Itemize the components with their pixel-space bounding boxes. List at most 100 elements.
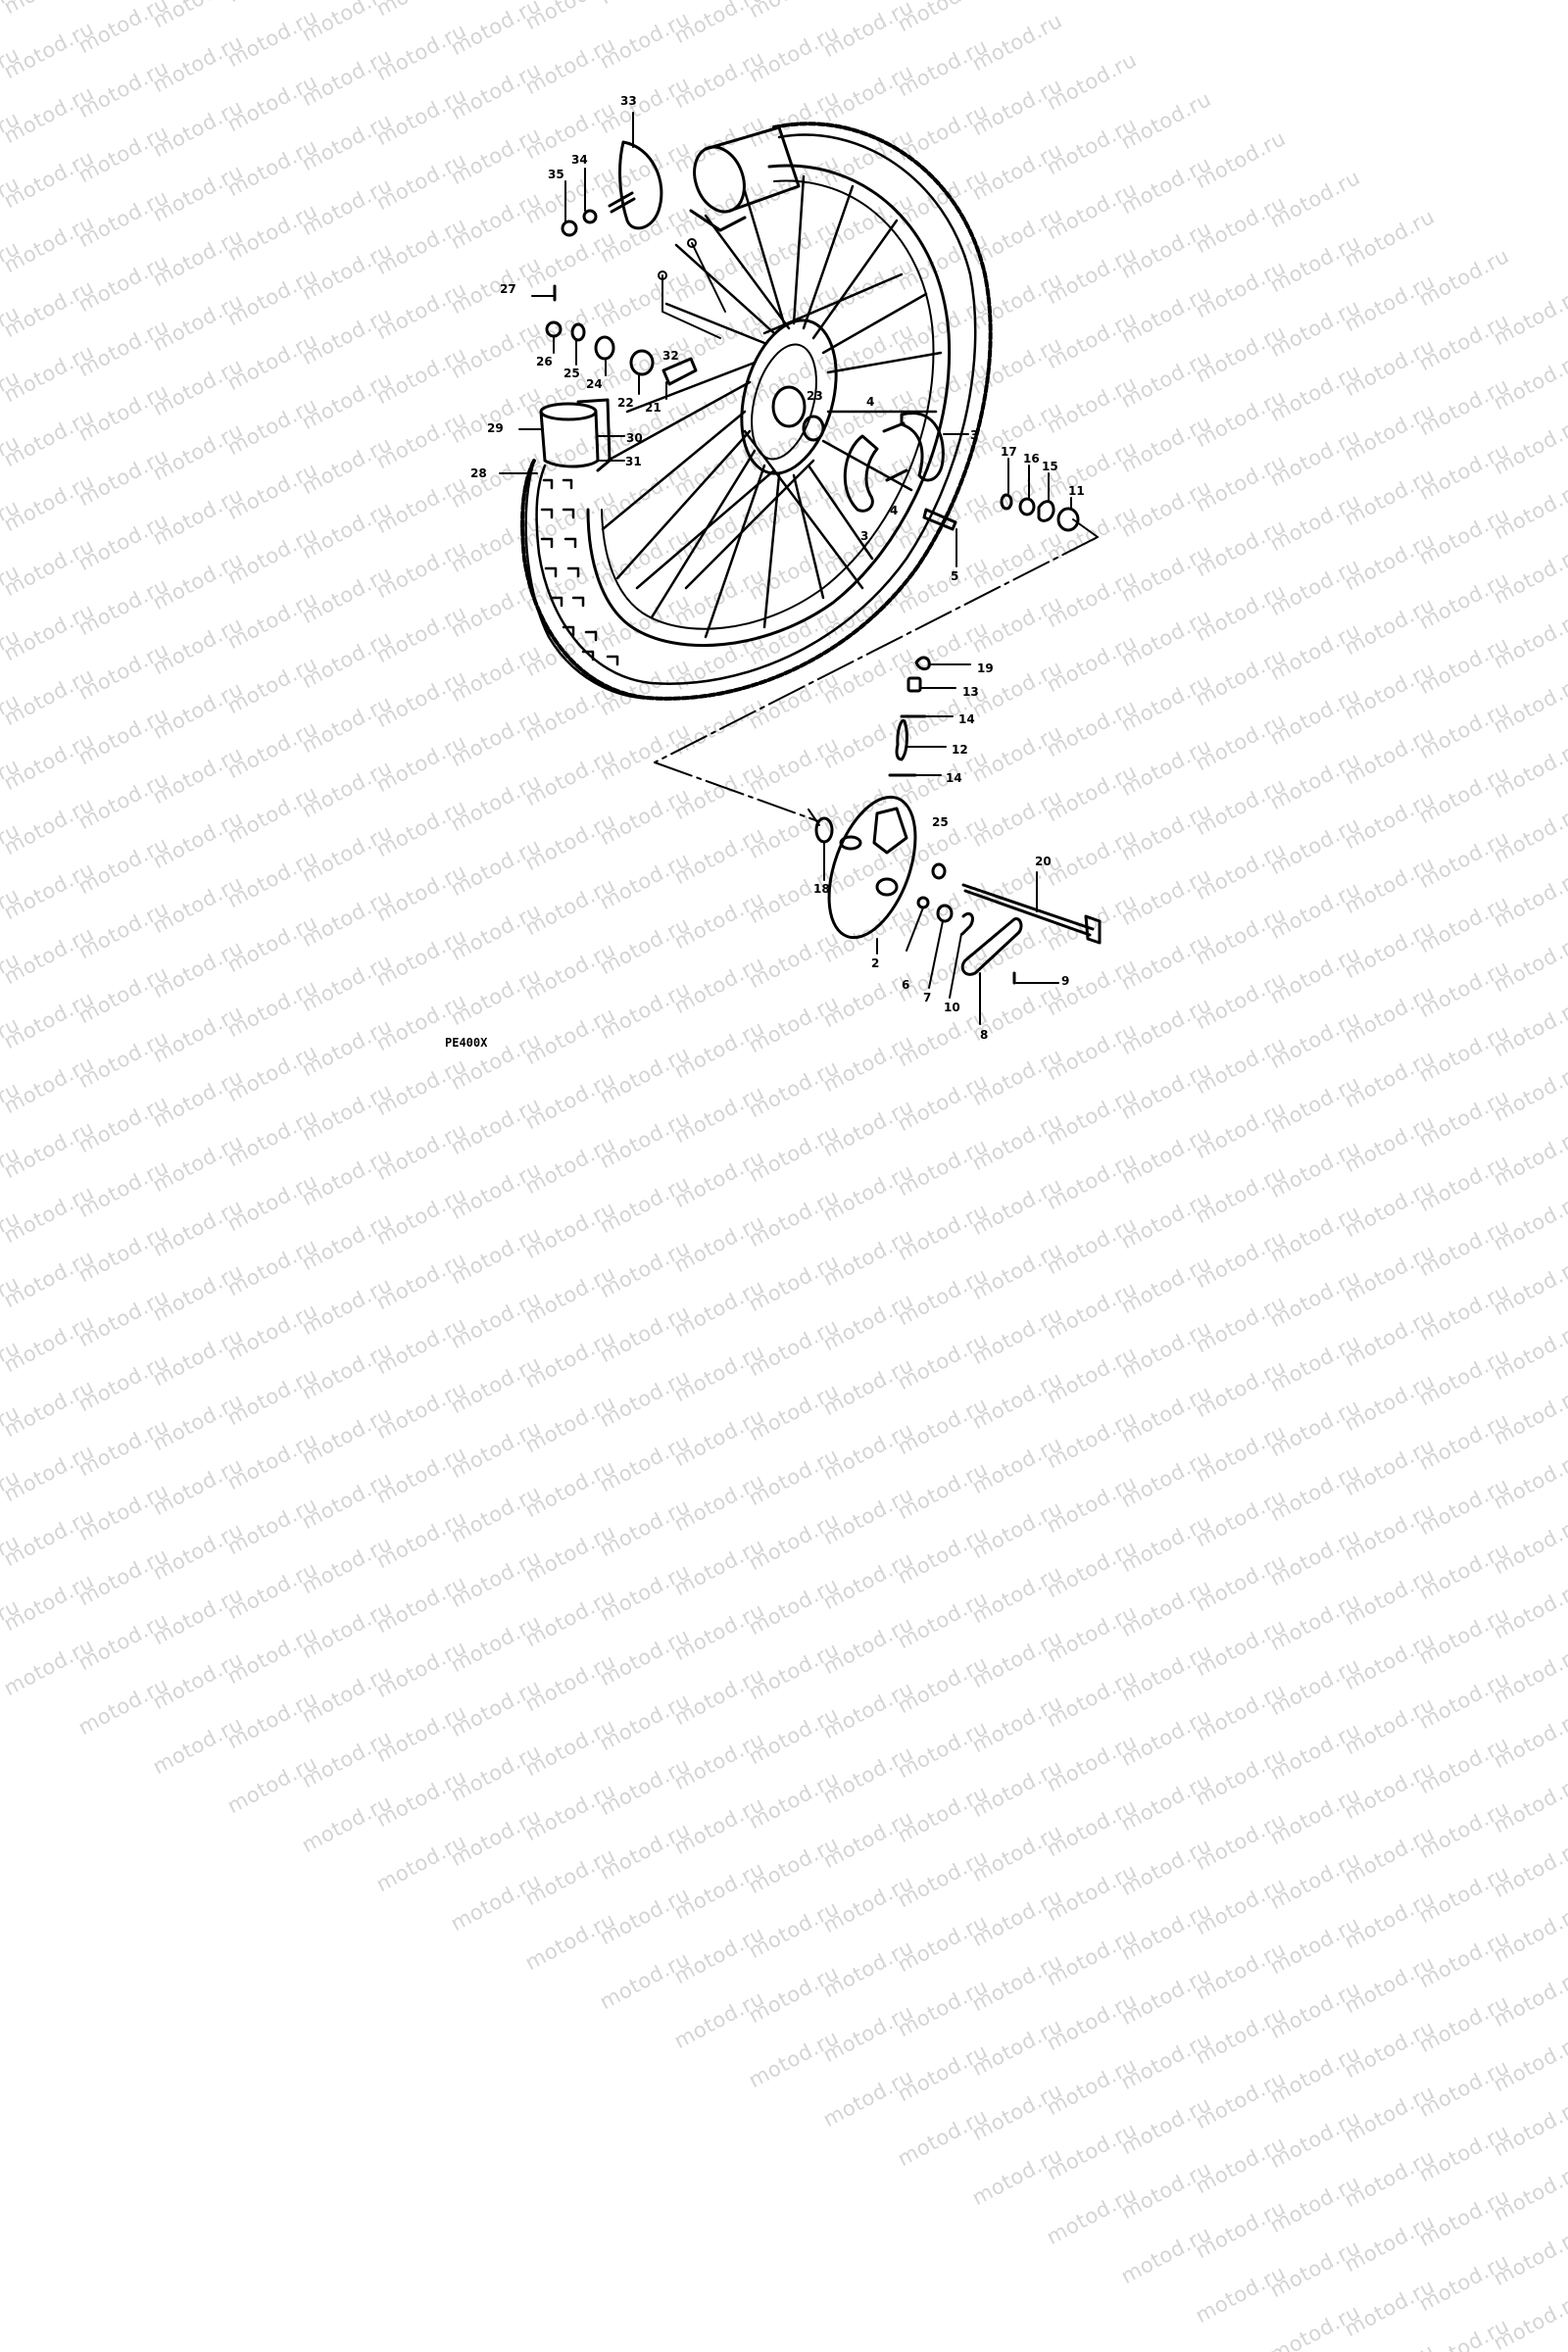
watermark-text: motod.ru <box>968 2142 1066 2211</box>
watermark-text: motod.ru <box>0 1439 98 1507</box>
callout-13: 13 <box>962 685 979 699</box>
watermark-text: motod.ru <box>521 1196 619 1264</box>
watermark-text: motod.ru <box>1564 1356 1568 1425</box>
watermark-text: motod.ru <box>1564 1938 1568 2007</box>
watermark-text: motod.ru <box>596 1688 694 1756</box>
watermark-text: motod.ru <box>1117 1703 1215 1772</box>
watermark-text: motod.ru <box>1341 1627 1439 1695</box>
right-axle-parts <box>1000 493 1080 532</box>
watermark-text: motod.ru <box>1117 2027 1215 2095</box>
watermark-text: motod.ru <box>0 1270 24 1339</box>
watermark-text: motod.ru <box>0 1399 24 1468</box>
watermark-text: motod.ru <box>596 1235 694 1303</box>
watermark-text: motod.ru <box>1341 1497 1439 1566</box>
watermark-text: motod.ru <box>1490 1252 1568 1321</box>
watermark-text: motod.ru <box>1415 1278 1513 1347</box>
watermark-text: motod.ru <box>74 1543 172 1611</box>
speedometer-gear <box>561 140 663 237</box>
watermark-text: motod.ru <box>596 1364 694 1433</box>
watermark-text: motod.ru <box>1192 2260 1290 2328</box>
watermark-text: motod.ru <box>670 1209 768 1278</box>
watermark-text: motod.ru <box>1043 1729 1141 1797</box>
watermark-text: motod.ru <box>521 1713 619 1782</box>
watermark-text: motod.ru <box>0 1503 98 1572</box>
watermark-text: motod.ru <box>1117 1574 1215 1642</box>
watermark-text: motod.ru <box>74 1413 172 1482</box>
watermark-text: motod.ru <box>1266 1394 1364 1462</box>
watermark-text: motod.ru <box>1266 1329 1364 1397</box>
watermark-text: motod.ru <box>819 1935 917 2003</box>
diagram-code: PE400X <box>445 1036 488 1050</box>
axle-small-parts <box>545 284 698 386</box>
watermark-text: motod.ru <box>745 1572 843 1641</box>
watermark-text: motod.ru <box>298 1401 396 1470</box>
watermark-text: motod.ru <box>894 1456 992 1525</box>
watermark-text: motod.ru <box>1490 1641 1568 1709</box>
watermark-text: motod.ru <box>298 1337 396 1405</box>
watermark-text: motod.ru <box>149 1388 247 1456</box>
callout-29: 29 <box>487 421 504 435</box>
watermark-text: motod.ru <box>149 1323 247 1392</box>
watermark-text: motod.ru <box>819 1546 917 1615</box>
watermark-text: motod.ru <box>596 1429 694 1497</box>
watermark-text: motod.ru <box>1043 1470 1141 1539</box>
callout-35: 35 <box>548 168 564 181</box>
watermark-text: motod.ru <box>968 1301 1066 1370</box>
watermark-text: motod.ru <box>1192 1613 1290 1682</box>
watermark-text: motod.ru <box>1415 2119 1513 2187</box>
callout-25: 25 <box>932 815 949 829</box>
watermark-text: motod.ru <box>1564 1486 1568 1554</box>
watermark-text: motod.ru <box>521 1648 619 1717</box>
brake-cam <box>922 508 957 531</box>
watermark-text: motod.ru <box>745 1637 843 1705</box>
watermark-text: motod.ru <box>372 1635 470 1703</box>
watermark-text: motod.ru <box>1117 1315 1215 1384</box>
callout-5: 5 <box>951 569 959 583</box>
watermark-text: motod.ru <box>968 1172 1066 1241</box>
watermark-text: motod.ru <box>1043 2052 1141 2121</box>
callout-27: 27 <box>500 282 516 296</box>
watermark-text: motod.ru <box>1117 2156 1215 2225</box>
watermark-text: motod.ru <box>1415 1795 1513 1864</box>
watermark-text: motod.ru <box>447 1286 545 1354</box>
callout-17: 17 <box>1001 445 1017 459</box>
watermark-text: motod.ru <box>968 1495 1066 1564</box>
hub <box>740 318 838 475</box>
watermark-text: motod.ru <box>1564 1615 1568 1684</box>
callout-3: 3 <box>860 529 869 543</box>
watermark-text: motod.ru <box>745 1960 843 2029</box>
wheel-diagram <box>499 112 1102 1025</box>
watermark-text: motod.ru <box>0 1374 98 1443</box>
watermark-text: motod.ru <box>968 1625 1066 1693</box>
watermark-text: motod.ru <box>1266 2040 1364 2109</box>
tire-tread-front <box>524 459 659 700</box>
spokes <box>601 174 943 639</box>
watermark-text: motod.ru <box>1192 1290 1290 1358</box>
watermark-text: motod.ru <box>1490 1899 1568 1968</box>
watermark-text: motod.ru <box>1415 1989 1513 2058</box>
watermark-text: motod.ru <box>1415 2313 1513 2352</box>
watermark-text: motod.ru <box>1192 1936 1290 2005</box>
watermark-text: motod.ru <box>894 1715 992 1784</box>
watermark-text: motod.ru <box>223 1750 321 1819</box>
watermark-text: motod.ru <box>819 1482 917 1550</box>
watermark-text: motod.ru <box>1043 1664 1141 1733</box>
watermark-text: motod.ru <box>968 1237 1066 1305</box>
watermark-text: motod.ru <box>0 1180 98 1249</box>
watermark-text: motod.ru <box>1415 1537 1513 1605</box>
watermark-text: motod.ru <box>149 1582 247 1650</box>
watermark-text: motod.ru <box>596 1946 694 2015</box>
watermark-text: motod.ru <box>745 1895 843 1964</box>
watermark-text: motod.ru <box>745 1313 843 1382</box>
watermark-text: motod.ru <box>1266 1458 1364 1527</box>
watermark-text: motod.ru <box>1266 1264 1364 1333</box>
rim-strip <box>539 398 612 472</box>
watermark-text: motod.ru <box>74 1478 172 1546</box>
watermark-text: motod.ru <box>1192 2066 1290 2134</box>
watermark-text: motod.ru <box>1341 1691 1439 1760</box>
watermark-text: motod.ru <box>968 2078 1066 2146</box>
watermark-text: motod.ru <box>1415 2054 1513 2123</box>
watermark-text: motod.ru <box>1043 1211 1141 1280</box>
callout-6: 6 <box>902 978 910 992</box>
watermark-text: motod.ru <box>670 1403 768 1472</box>
